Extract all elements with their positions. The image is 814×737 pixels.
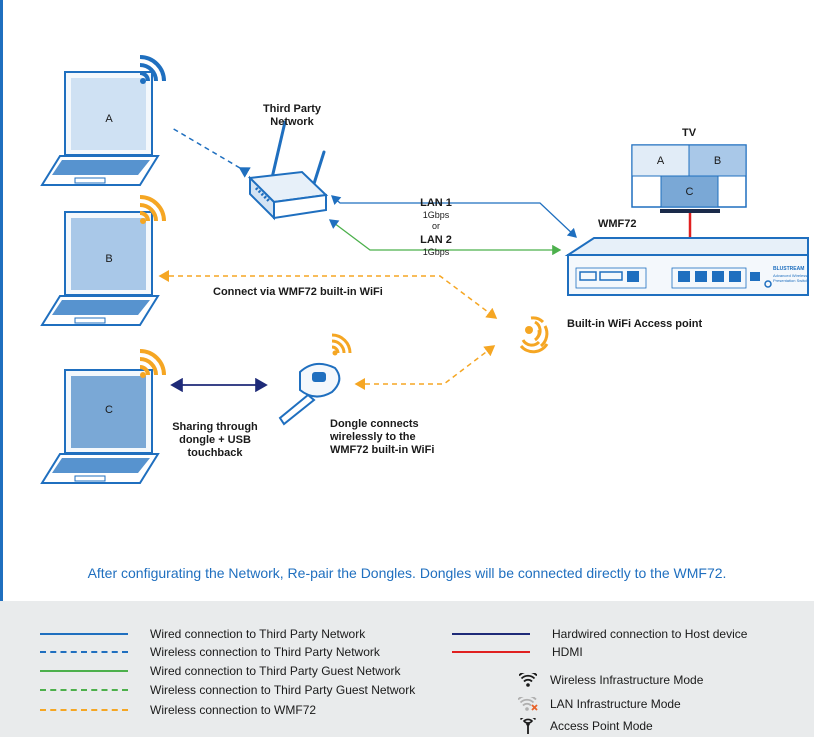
sharing-label: Sharing through dongle + USB touchback — [172, 421, 258, 459]
device-brand: BLUSTREAM — [773, 266, 805, 272]
legend-item-hardwired-host: Hardwired connection to Host device — [452, 625, 747, 643]
legend-label: Wireless connection to WMF72 — [150, 703, 317, 717]
legend-line — [40, 651, 128, 653]
legend-label: Wired connection to Third Party Guest Ne… — [150, 664, 401, 678]
legend-item-wired-guest: Wired connection to Third Party Guest Ne… — [40, 662, 401, 680]
wireless-link-router-laptop-a — [171, 127, 251, 178]
wifi-icon — [518, 672, 538, 688]
wifi-icon-dongle — [331, 333, 352, 356]
legend-item-wireless-infrastructure: Wireless Infrastructure Mode — [512, 671, 703, 689]
lan2-speed: 1Gbps — [422, 247, 450, 257]
lan-or-label: or — [431, 221, 440, 231]
access-point-wifi-icon — [519, 316, 549, 354]
legend-label: Wired connection to Third Party Network — [150, 627, 366, 641]
legend-line — [452, 651, 530, 653]
legend: Wired connection to Third Party Network … — [0, 601, 814, 737]
legend-item-wireless-guest: Wireless connection to Third Party Guest… — [40, 681, 415, 699]
laptop-b-label: B — [105, 253, 113, 265]
router — [247, 120, 329, 221]
legend-item-wireless-wmf72: Wireless connection to WMF72 — [40, 701, 316, 719]
wmf72-device — [564, 237, 809, 296]
legend-label: LAN Infrastructure Mode — [550, 697, 681, 711]
legend-label: Hardwired connection to Host device — [552, 627, 748, 641]
access-point-label: Built-in WiFi Access point — [567, 318, 703, 330]
legend-item-lan-infrastructure: LAN Infrastructure Mode — [512, 695, 681, 713]
legend-item-access-point: Access Point Mode — [512, 717, 653, 735]
tv-tile-a: A — [656, 155, 665, 167]
wmf72-label: WMF72 — [598, 218, 637, 230]
wifi-icon-laptop-c — [139, 349, 166, 378]
legend-line — [40, 689, 128, 691]
dongle-label: Dongle connects wirelessly to the WMF72 … — [330, 418, 435, 456]
legend-label: Wireless connection to Third Party Guest… — [150, 683, 416, 697]
wireless-link-wmf72-dongle — [354, 345, 496, 390]
laptop-c — [40, 369, 160, 484]
laptop-c-label: C — [105, 404, 113, 416]
configuration-note: After configurating the Network, Re-pair… — [87, 565, 727, 581]
network-diagram: A B C Third Party Network TV A B C WMF72… — [40, 55, 809, 484]
wifi-icon-laptop-b — [139, 195, 166, 224]
legend-label: Wireless Infrastructure Mode — [550, 673, 704, 687]
dongle — [278, 362, 341, 426]
legend-line — [452, 633, 530, 635]
wifi-off-icon — [518, 696, 538, 712]
laptop-b — [40, 211, 160, 326]
diagram-graphics — [40, 55, 809, 484]
legend-item-hdmi: HDMI — [452, 643, 583, 661]
left-accent-bar — [0, 0, 3, 737]
access-point-icon — [518, 718, 538, 734]
legend-line — [40, 709, 128, 711]
wireless-link-wmf72-laptop-b — [158, 270, 498, 319]
legend-item-wireless-third-party: Wireless connection to Third Party Netwo… — [40, 643, 380, 661]
wifi-icon-laptop-a — [139, 55, 166, 84]
lan1-speed: 1Gbps — [422, 210, 450, 220]
laptop-a — [40, 71, 160, 186]
laptop-a-label: A — [105, 113, 113, 125]
tv-tile-c: C — [685, 186, 694, 198]
legend-label: HDMI — [552, 645, 583, 659]
lan1-label: LAN 1 — [420, 197, 452, 209]
legend-label: Wireless connection to Third Party Netwo… — [150, 645, 380, 659]
connect-wifi-label: Connect via WMF72 built-in WiFi — [213, 286, 383, 298]
tv — [631, 144, 747, 240]
router-label: Third Party Network — [262, 103, 322, 128]
lan2-label: LAN 2 — [420, 234, 452, 246]
wired-link-lan2 — [328, 219, 562, 256]
legend-line — [40, 670, 128, 672]
tv-label: TV — [681, 127, 697, 139]
legend-line — [40, 633, 128, 635]
device-model: Advanced Wireless Presentation Switch — [773, 273, 809, 283]
tv-tile-b: B — [713, 155, 722, 167]
legend-label: Access Point Mode — [550, 719, 653, 733]
legend-item-wired-third-party: Wired connection to Third Party Network — [40, 625, 365, 643]
